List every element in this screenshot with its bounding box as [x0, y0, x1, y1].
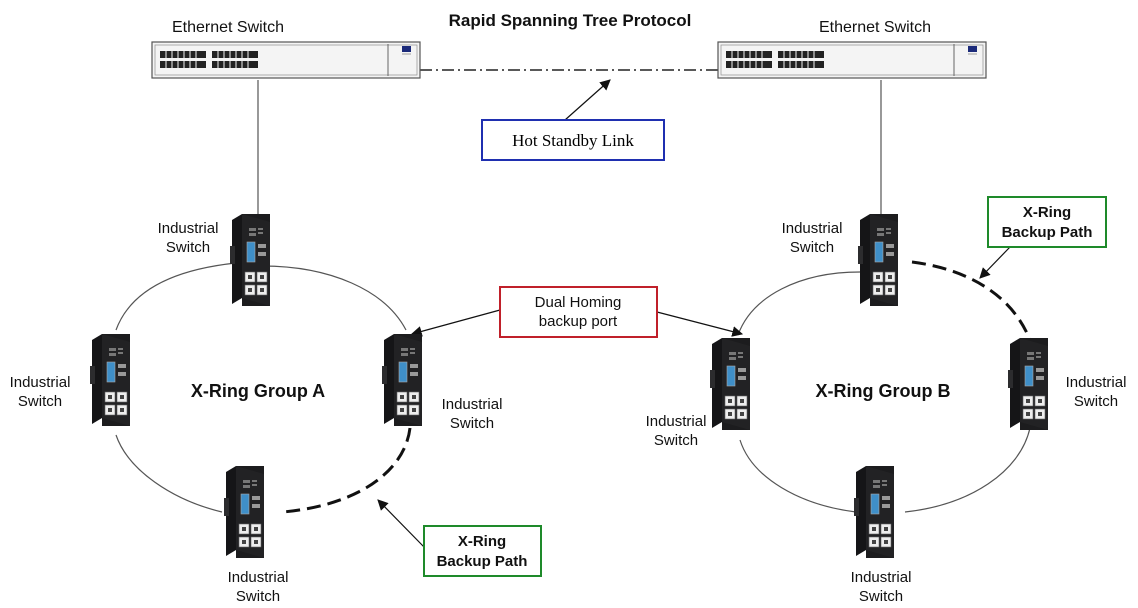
- ethernet-switch-right-label: Ethernet Switch: [819, 19, 931, 36]
- ethernet-switch-icon: [717, 41, 987, 79]
- industrial-switch-a-top: [229, 213, 271, 307]
- ring-a-arc-bottom-left: [115, 434, 223, 513]
- ring-b-arc-right-bottom: [904, 427, 1031, 513]
- arrow-icon: [410, 309, 501, 337]
- industrial-switch-icon: [709, 337, 751, 431]
- backup-path-left-line1: X-Ring: [458, 533, 506, 550]
- industrial-switch-label: Switch: [654, 432, 698, 449]
- industrial-switch-a-left: [89, 333, 131, 427]
- industrial-switch-icon: [89, 333, 131, 427]
- industrial-switch-icon: [229, 213, 271, 307]
- links: [115, 69, 1032, 514]
- arrow-icon: [656, 311, 744, 337]
- arrow-icon: [564, 79, 611, 121]
- industrial-switch-label: Industrial: [1066, 374, 1127, 391]
- arrow-icon: [979, 246, 1011, 279]
- industrial-switch-a-bottom: [223, 465, 265, 559]
- industrial-switch-label: Switch: [450, 415, 494, 432]
- backup-path-left-line2: Backup Path: [437, 553, 528, 570]
- industrial-switch-label: Industrial: [782, 220, 843, 237]
- dual-homing-line1: Dual Homing: [535, 294, 622, 311]
- industrial-switch-label: Switch: [236, 588, 280, 605]
- dual-homing-line2: backup port: [539, 313, 618, 330]
- industrial-switch-icon: [381, 333, 423, 427]
- arrows: [377, 79, 1011, 549]
- industrial-switch-label: Industrial: [442, 396, 503, 413]
- hot-standby-label: Hot Standby Link: [512, 131, 634, 150]
- group-a-label: X-Ring Group A: [191, 381, 325, 401]
- ethernet-switch-left: [151, 41, 421, 79]
- industrial-switch-b-right: [1007, 337, 1049, 431]
- industrial-switch-a-right: [381, 333, 423, 427]
- hot-standby-callout: Hot Standby Link: [481, 119, 665, 161]
- diagram-title: Rapid Spanning Tree Protocol: [449, 11, 692, 30]
- industrial-switch-b-bottom: [853, 465, 895, 559]
- ring-b-arc-left-bottom: [739, 439, 857, 513]
- ethernet-switch-left-label: Ethernet Switch: [172, 19, 284, 36]
- industrial-switch-label: Industrial: [646, 413, 707, 430]
- industrial-switch-icon: [857, 213, 899, 307]
- industrial-switch-label: Switch: [859, 588, 903, 605]
- ring-a-arc-top-right: [261, 265, 407, 331]
- industrial-switch-label: Switch: [18, 393, 62, 410]
- industrial-switch-label: Switch: [166, 239, 210, 256]
- arrow-icon: [377, 499, 426, 549]
- industrial-switch-label: Industrial: [158, 220, 219, 237]
- backup-path-right-line1: X-Ring: [1023, 204, 1071, 221]
- backup-path-callout-left: X-Ring Backup Path: [423, 525, 542, 577]
- group-b-label: X-Ring Group B: [816, 381, 951, 401]
- industrial-switch-icon: [853, 465, 895, 559]
- industrial-switch-icon: [1007, 337, 1049, 431]
- ethernet-switch-right: [717, 41, 987, 79]
- backup-path-right-line2: Backup Path: [1002, 224, 1093, 241]
- industrial-switch-label: Industrial: [851, 569, 912, 586]
- backup-path-callout-right: X-Ring Backup Path: [987, 196, 1107, 248]
- ring-a-backup-path: [282, 427, 412, 514]
- industrial-switch-b-top: [857, 213, 899, 307]
- industrial-switch-label: Switch: [1074, 393, 1118, 410]
- industrial-switch-label: Switch: [790, 239, 834, 256]
- industrial-switch-label: Industrial: [228, 569, 289, 586]
- ring-b-arc-top-left: [737, 271, 861, 336]
- industrial-switch-label: Industrial: [10, 374, 71, 391]
- ring-a-arc-top-left: [115, 262, 237, 331]
- industrial-switch-b-left: [709, 337, 751, 431]
- ethernet-switch-icon: [151, 41, 421, 79]
- industrial-switch-icon: [223, 465, 265, 559]
- dual-homing-callout: Dual Homing backup port: [499, 286, 658, 338]
- ring-b-backup-path: [911, 260, 1032, 341]
